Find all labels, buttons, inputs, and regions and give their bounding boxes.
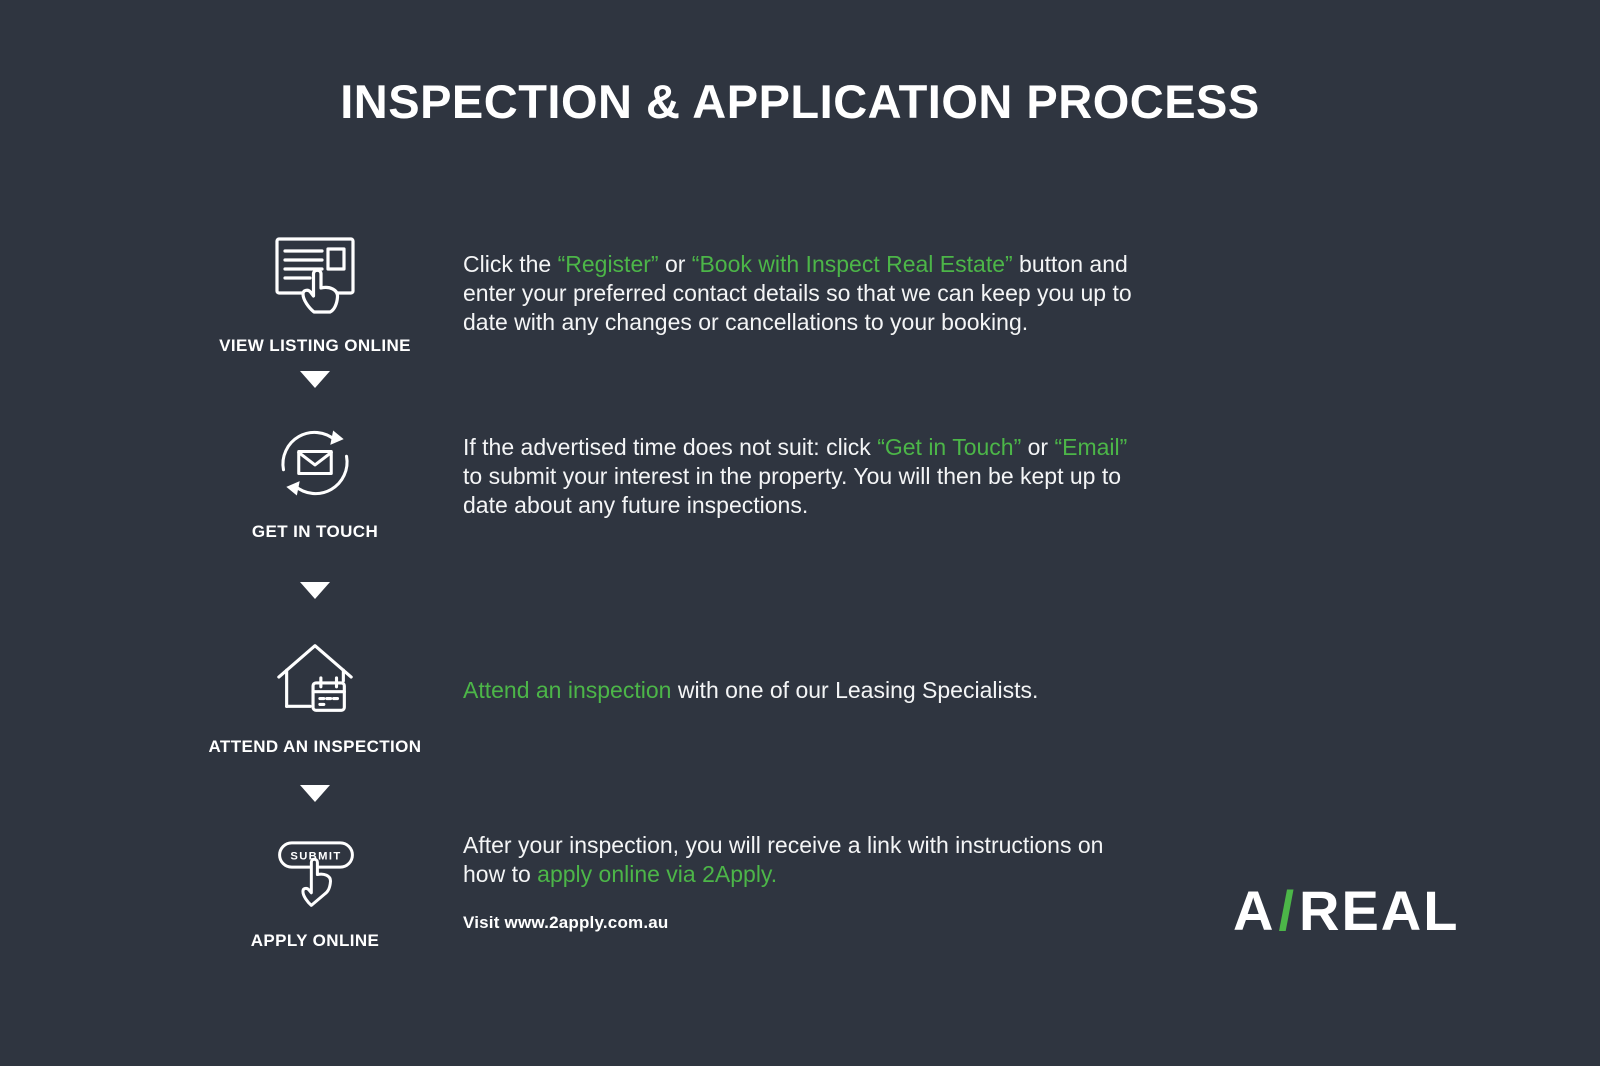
desc-line: If the advertised time does not suit: cl… (463, 433, 1253, 462)
highlight-attend-inspection: Attend an inspection (463, 677, 672, 703)
highlight-apply-online: apply online via 2Apply. (537, 861, 778, 887)
house-calendar-icon (271, 634, 359, 722)
highlight-book-with-ire: “Book with Inspect Real Estate” (691, 251, 1013, 277)
desc-line: to submit your interest in the property.… (463, 462, 1253, 491)
text-segment: date about any future inspections. (463, 492, 809, 518)
logo-letter-a: A (1233, 879, 1276, 942)
submit-button-icon: SUBMIT (274, 838, 358, 913)
text-segment: enter your preferred contact details so … (463, 280, 1132, 306)
step-label-view-listing-online: VIEW LISTING ONLINE (219, 336, 411, 355)
text-segment: how to (463, 861, 538, 887)
text-segment: date with any changes or cancellations t… (463, 309, 1029, 335)
text-segment: button and (1012, 251, 1128, 277)
text-segment: with one of our Leasing Specialists. (671, 677, 1039, 703)
down-arrow-icon (300, 371, 330, 388)
step-label-attend-inspection: ATTEND AN INSPECTION (208, 737, 422, 756)
down-arrow-icon (300, 582, 330, 599)
step-label-get-in-touch: GET IN TOUCH (251, 522, 379, 541)
submit-button-text: SUBMIT (290, 851, 341, 863)
text-segment: If the advertised time does not suit: cl… (463, 434, 878, 460)
desc-line: enter your preferred contact details so … (463, 279, 1253, 308)
desc-line: how to apply online via 2Apply. (463, 860, 1253, 889)
highlight-get-in-touch: “Get in Touch” (877, 434, 1022, 460)
listing-browser-icon (270, 230, 360, 320)
step-description-attend-inspection: Attend an inspection with one of our Lea… (463, 676, 1253, 705)
text-segment: to submit your interest in the property.… (463, 463, 1122, 489)
step-description-view-listing: Click the “Register” or “Book with Inspe… (463, 250, 1253, 337)
step-description-get-in-touch: If the advertised time does not suit: cl… (463, 433, 1253, 520)
visit-note: Visit www.2apply.com.au (463, 913, 669, 932)
text-segment: or (658, 251, 692, 277)
areal-logo: A/REAL (1233, 878, 1459, 943)
desc-line: date about any future inspections. (463, 491, 1253, 520)
highlight-register: “Register” (557, 251, 659, 277)
text-segment: Click the (463, 251, 558, 277)
email-refresh-icon (272, 420, 358, 506)
highlight-email: “Email” (1054, 434, 1128, 460)
logo-slash: / (1278, 879, 1297, 942)
text-segment: After your inspection, you will receive … (463, 832, 1104, 858)
desc-line: After your inspection, you will receive … (463, 831, 1253, 860)
down-arrow-icon (300, 785, 330, 802)
text-segment: or (1021, 434, 1055, 460)
desc-line: date with any changes or cancellations t… (463, 308, 1253, 337)
logo-real: REAL (1299, 879, 1460, 942)
page-title: INSPECTION & APPLICATION PROCESS (340, 75, 1260, 128)
desc-line: Click the “Register” or “Book with Inspe… (463, 250, 1253, 279)
desc-line: Attend an inspection with one of our Lea… (463, 676, 1253, 705)
step-description-apply-online: After your inspection, you will receive … (463, 831, 1253, 889)
step-label-apply-online: APPLY ONLINE (250, 931, 380, 950)
